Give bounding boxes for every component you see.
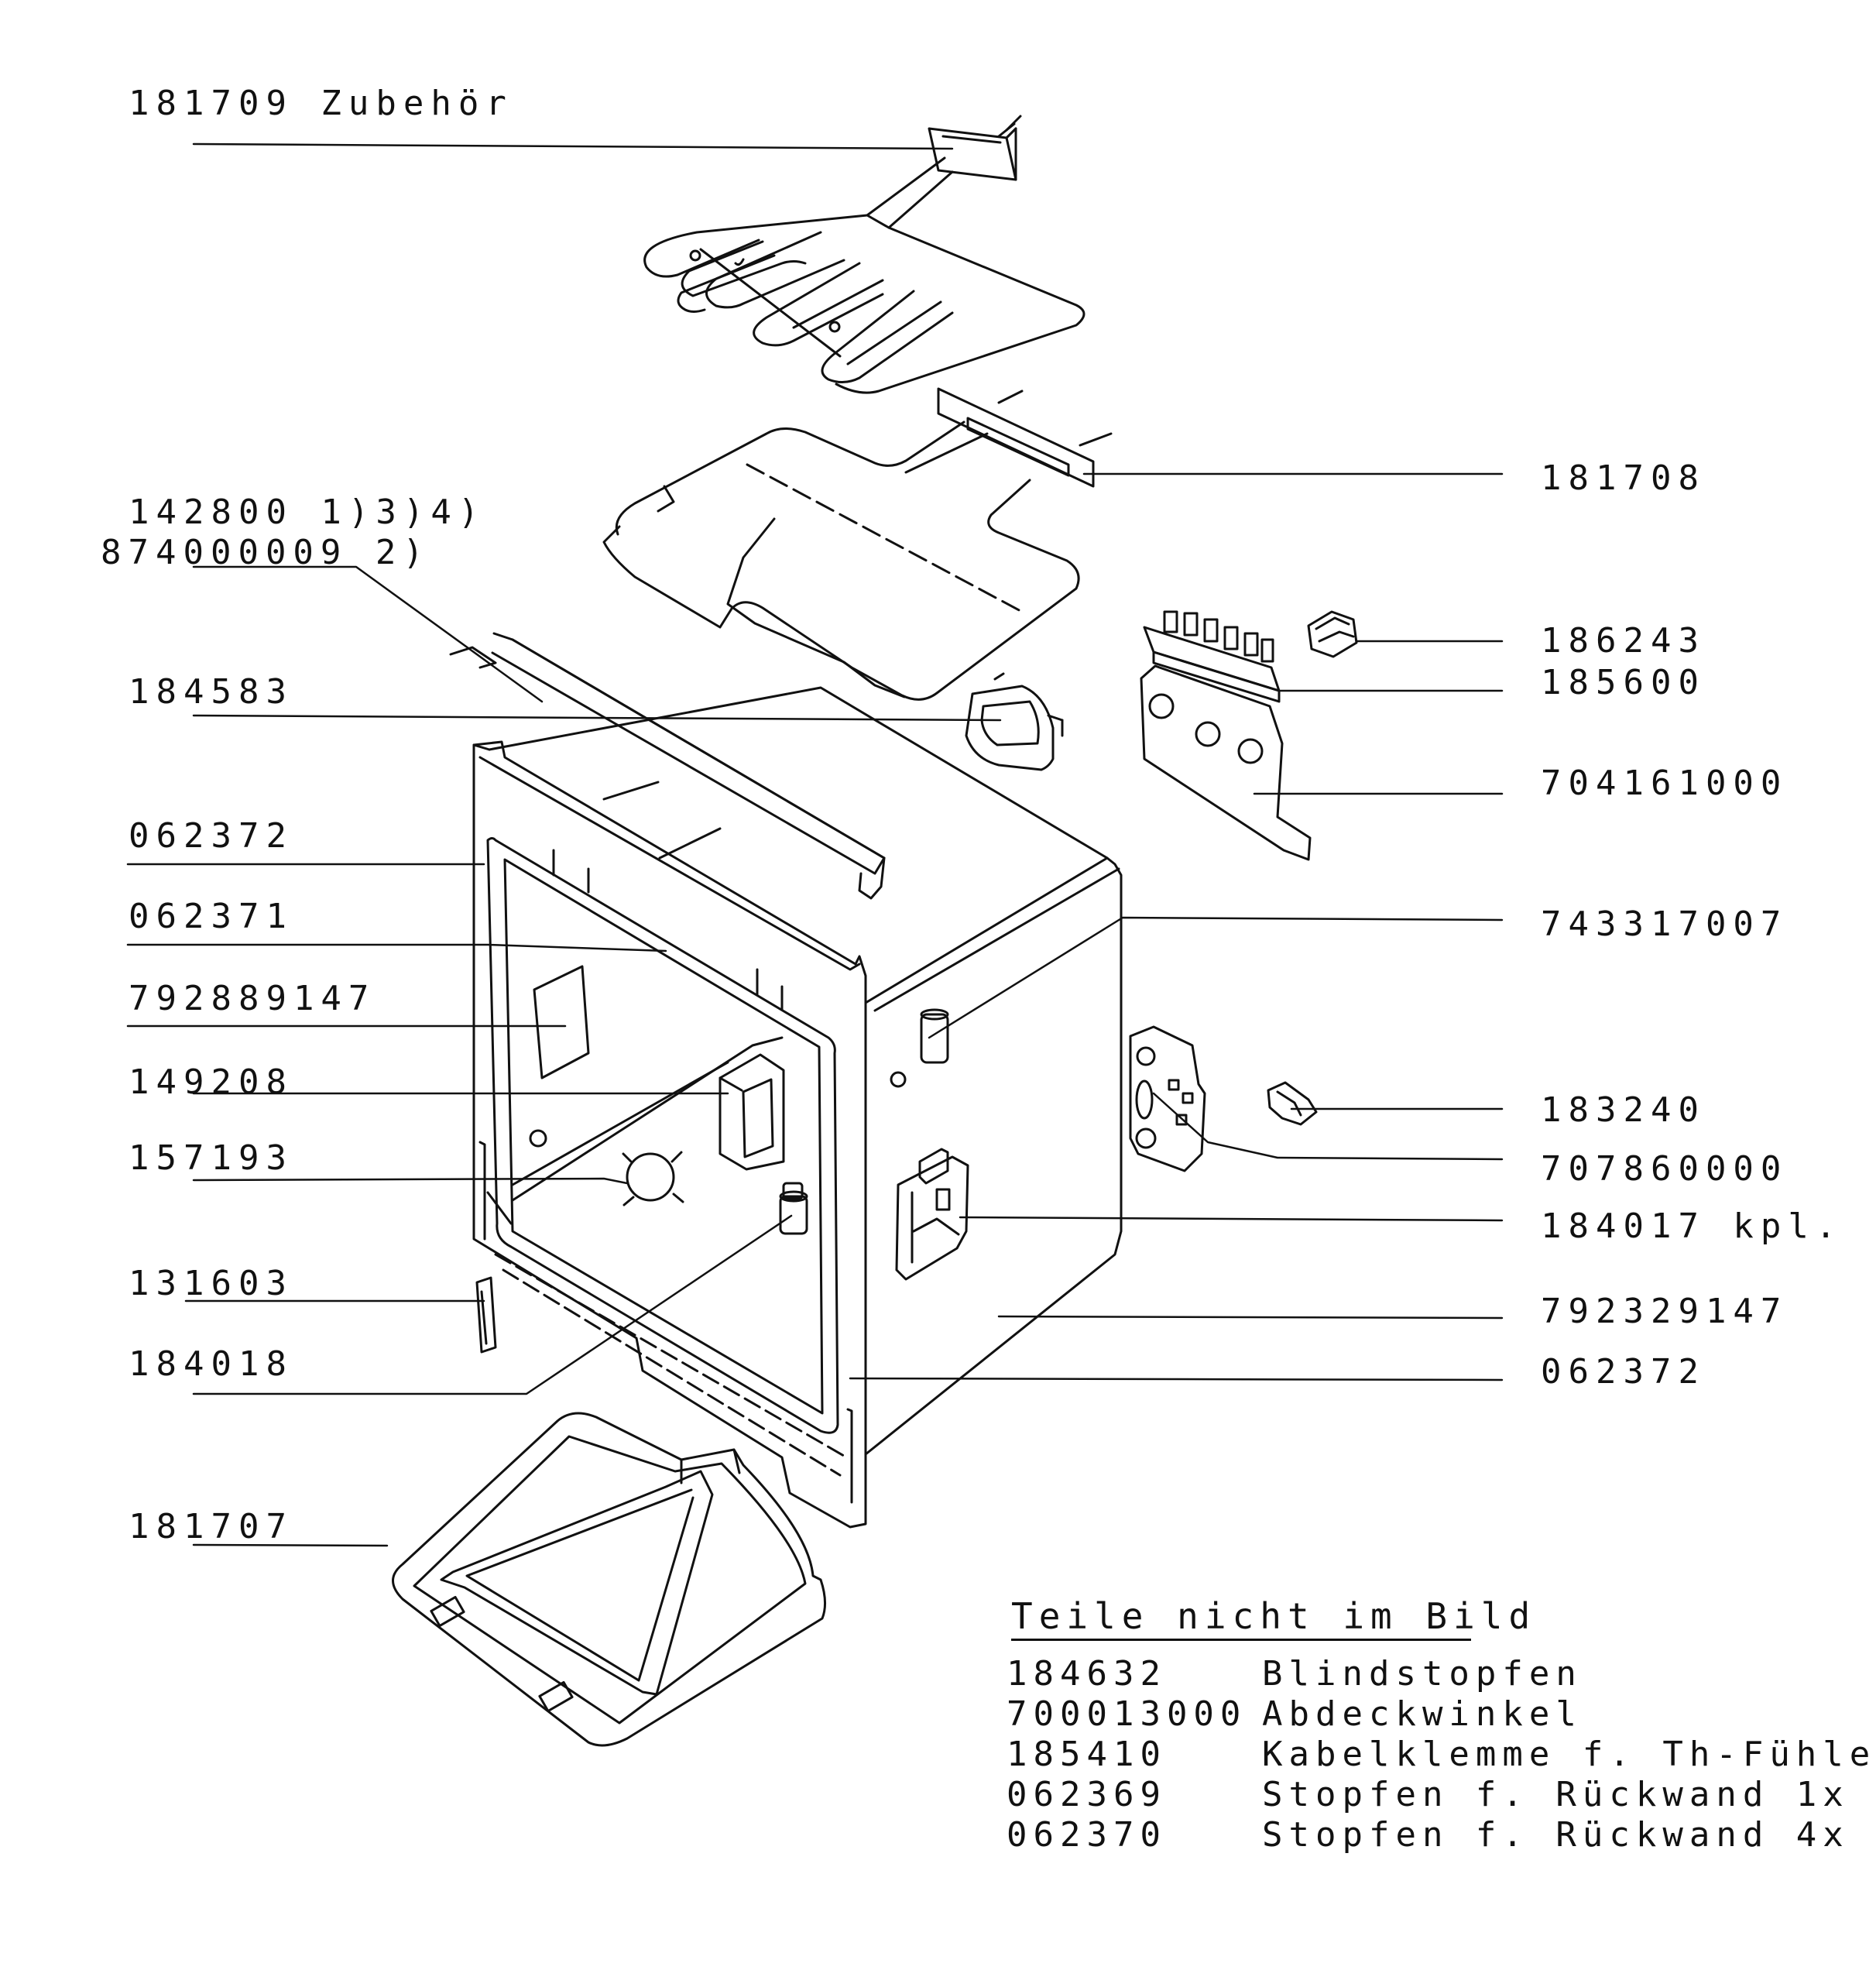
oven-cavity-body	[472, 686, 1123, 1529]
part-number: 185410	[1007, 1735, 1167, 1774]
clip-186243	[1307, 610, 1358, 658]
callout-743317007: 743317007	[1541, 904, 1789, 944]
ceiling-heater-181708	[602, 387, 1113, 701]
callout-181709: 181709 Zubehör	[129, 84, 513, 123]
callout-185600: 185600	[1541, 663, 1706, 702]
part-description: Abdeckwinkel	[1262, 1694, 1583, 1734]
callout-149208: 149208	[129, 1062, 293, 1102]
connector-183240	[1267, 1081, 1318, 1126]
inner-panel-792889147	[533, 965, 590, 1079]
callout-181708: 181708	[1541, 458, 1706, 498]
callout-792329147: 792329147	[1541, 1292, 1789, 1331]
bottom-heater-181707	[392, 1412, 826, 1747]
part-number: 062369	[1007, 1775, 1167, 1814]
top-trim-142800	[449, 632, 886, 900]
box-149208	[719, 1053, 785, 1171]
part-description: Kabelklemme f. Th-Fühle	[1262, 1735, 1876, 1774]
callout-874000009: 874000009 2)	[101, 533, 430, 572]
callout-184583: 184583	[129, 672, 293, 712]
lamp-holder-184583	[965, 685, 1064, 771]
switch-assembly-184017	[895, 1148, 969, 1281]
terminal-block-185600	[1143, 610, 1281, 703]
cylinder-184018	[779, 1182, 808, 1235]
callout-183240: 183240	[1541, 1090, 1706, 1130]
part-description: Blindstopfen	[1262, 1654, 1583, 1694]
callout-131603: 131603	[129, 1264, 293, 1303]
part-description: Stopfen f. Rückwand 4x	[1262, 1815, 1850, 1855]
callout-186243: 186243	[1541, 621, 1706, 661]
top-grill-heater-181709	[643, 115, 1085, 394]
leader-lines	[126, 142, 1504, 1547]
callout-062372-right: 062372	[1541, 1352, 1706, 1392]
clip-131603	[475, 1276, 497, 1354]
part-description: Stopfen f. Rückwand 1x	[1262, 1775, 1850, 1814]
callout-062372-left: 062372	[129, 816, 293, 856]
callout-157193: 157193	[129, 1138, 293, 1178]
side-plate-707860000	[1129, 1025, 1206, 1172]
callout-704161000: 704161000	[1541, 764, 1789, 803]
callout-184018: 184018	[129, 1344, 293, 1384]
callout-181707: 181707	[129, 1507, 293, 1546]
not-in-picture-underline	[1011, 1639, 1471, 1641]
oven-cavity-exploded-drawing	[126, 115, 1504, 1747]
part-number: 700013000	[1007, 1694, 1247, 1734]
callout-062371: 062371	[129, 897, 293, 936]
cylinder-743317007	[890, 1008, 949, 1088]
part-number: 062370	[1007, 1815, 1167, 1855]
part-number: 184632	[1007, 1654, 1167, 1694]
callout-707860000: 707860000	[1541, 1149, 1789, 1189]
exploded-parts-diagram: 181709 Zubehör 142800 1)3)4) 874000009 2…	[101, 84, 1871, 1855]
callout-142800: 142800 1)3)4)	[129, 492, 486, 532]
bracket-704161000	[1140, 664, 1312, 861]
not-in-picture-title: Teile nicht im Bild	[1011, 1595, 1537, 1637]
callout-792889147: 792889147	[129, 979, 376, 1018]
fan-157193	[529, 1129, 684, 1206]
callout-184017: 184017 kpl.	[1541, 1206, 1843, 1246]
